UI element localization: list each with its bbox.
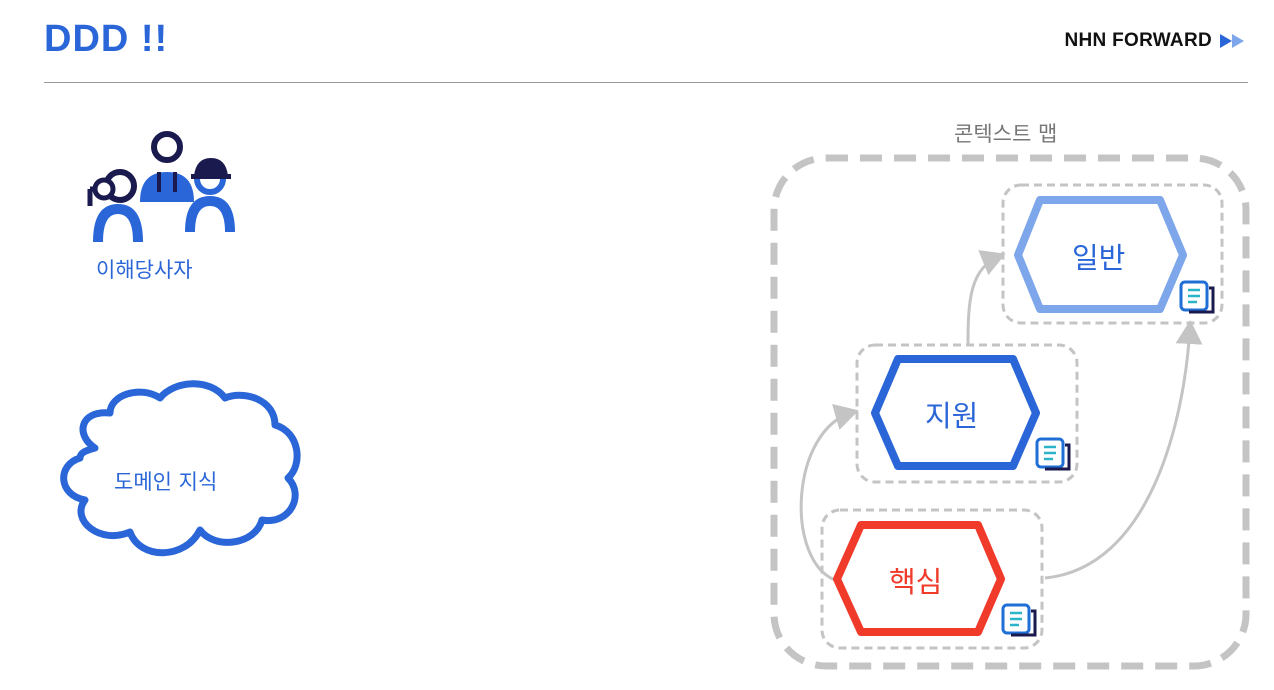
arrow-core-to-supporting (799, 404, 859, 582)
domain-knowledge-label: 도메인 지식 (114, 470, 218, 494)
brand-name: NHN FORWARD (1064, 30, 1212, 51)
document-icon (1001, 603, 1037, 637)
document-icon (1035, 437, 1071, 471)
context-map-boundary (770, 154, 1250, 670)
double-play-icon (1220, 34, 1244, 48)
brand-logo: NHN FORWARD (1064, 30, 1248, 52)
core-domain-hexagon (833, 521, 1005, 636)
generic-domain-label: 일반 (1072, 241, 1126, 275)
arrow-supporting-to-generic (966, 250, 1006, 346)
generic-domain-hexagon (1014, 196, 1187, 313)
document-icon (1179, 280, 1215, 314)
stakeholders-label: 이해당사자 (96, 258, 193, 282)
core-context-boundary (820, 508, 1044, 650)
header-divider (44, 82, 1248, 83)
supporting-domain-label: 지원 (925, 399, 979, 433)
core-domain-label: 핵심 (889, 565, 943, 599)
page-title: DDD !! (44, 18, 169, 60)
context-map-label: 콘텍스트 맵 (954, 122, 1058, 146)
supporting-domain-hexagon (871, 355, 1040, 470)
arrow-core-to-generic (1044, 320, 1203, 580)
